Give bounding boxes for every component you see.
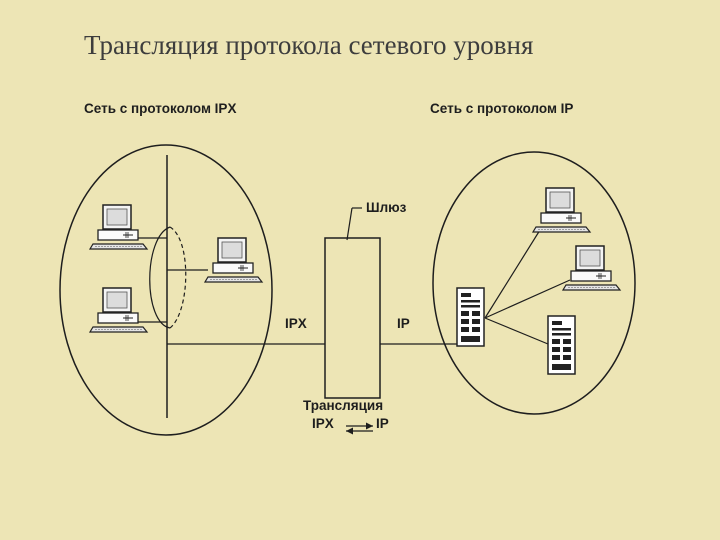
ip-network-boundary [432,151,636,415]
ipx-network-boundary [59,144,273,436]
ipx-workstation-1 [89,204,148,250]
translate-arrowhead-left [346,427,353,435]
ring-loop-right [169,226,187,329]
ipx-workstation-3 [204,237,263,283]
ip-server-1 [456,287,485,347]
gateway-ip-port-label: IP [397,316,410,331]
ip-link-server2 [484,317,549,345]
ip-network-label: Сеть с протоколом IP [430,101,573,116]
translation-to-label: IP [376,416,389,431]
ip-workstation-2 [562,245,621,291]
ip-workstation-1 [532,187,591,233]
gateway-ipx-port-label: IPX [285,316,307,331]
ip-link-pc2 [484,279,571,319]
translation-from-label: IPX [312,416,334,431]
page-title: Трансляция протокола сетевого уровня [84,30,534,60]
gateway-label: Шлюз [366,200,407,215]
ipx-workstation-2 [89,287,148,333]
translate-arrowhead-right [366,422,373,430]
gateway-box [324,237,381,399]
gateway-callout-line [346,207,353,241]
ring-loop-left [149,226,171,329]
translation-title: Трансляция [303,398,383,413]
ipx-network-label: Сеть с протоколом IPX [84,101,236,116]
ip-link-pc1 [484,229,541,319]
ip-server-2 [547,315,576,375]
